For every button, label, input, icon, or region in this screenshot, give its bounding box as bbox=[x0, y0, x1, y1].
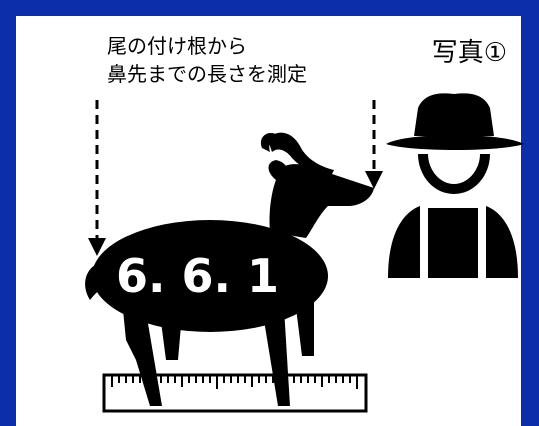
caption-line-1: 尾の付け根から bbox=[107, 34, 247, 58]
farmer-with-hat-icon bbox=[386, 93, 524, 278]
photo-label: 写真① bbox=[431, 38, 507, 68]
nose-dashed-arrow-icon bbox=[365, 100, 383, 189]
caption-line-2: 鼻先までの長さを測定 bbox=[107, 62, 307, 86]
measurement-caption: 尾の付け根から 鼻先までの長さを測定 bbox=[107, 32, 307, 88]
deer-silhouette-icon bbox=[85, 132, 374, 406]
tail-dashed-arrow-icon bbox=[88, 100, 106, 256]
animal-id-number: 6. 6. 1 bbox=[116, 249, 279, 303]
